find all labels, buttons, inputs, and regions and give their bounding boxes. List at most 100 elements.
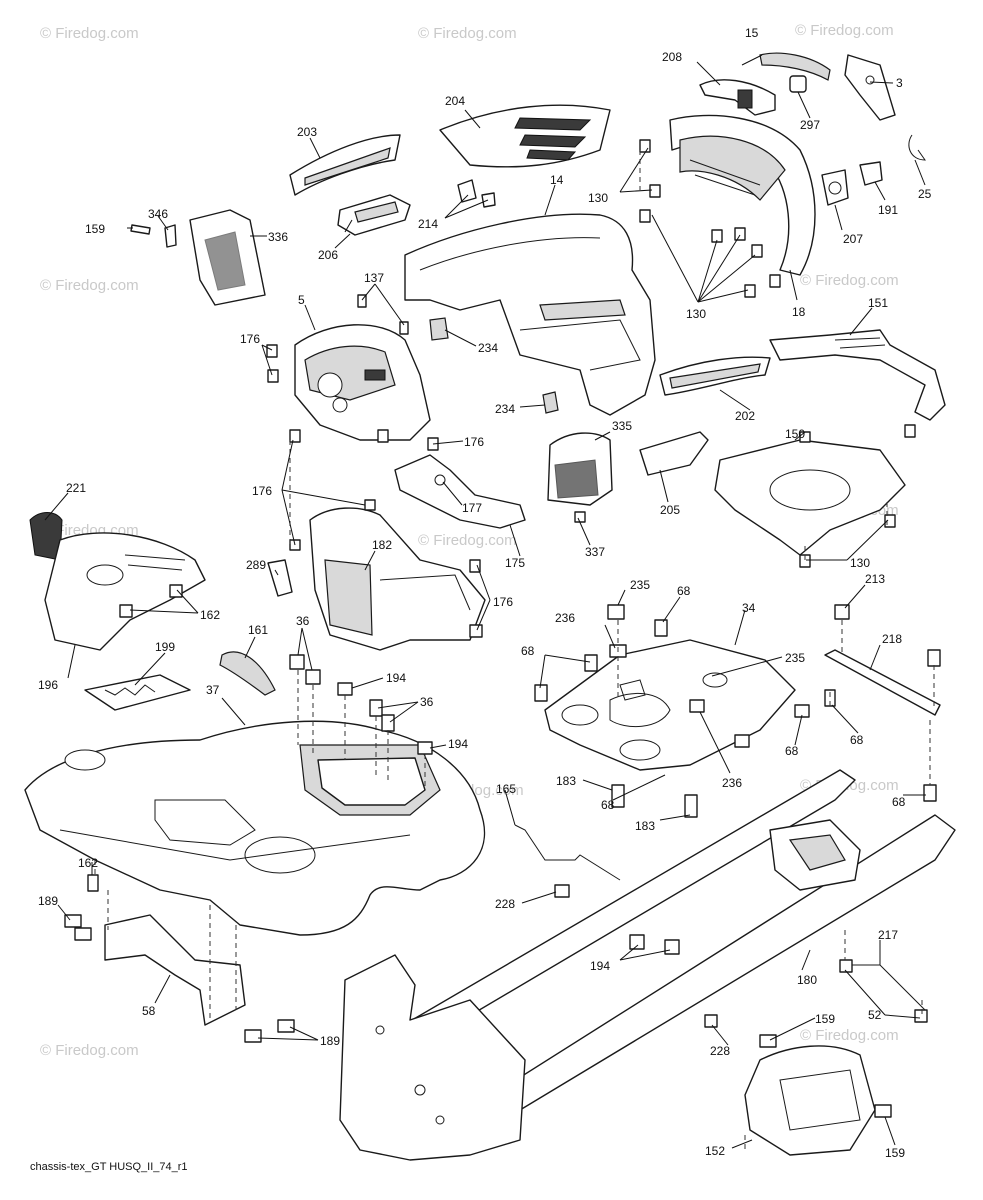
part-196-fender: [44, 532, 206, 651]
callout-159: 159: [85, 222, 105, 236]
part-180-front-plate: [339, 954, 526, 1161]
callout-137: 137: [364, 271, 384, 285]
callout-218: 218: [882, 632, 902, 646]
callout-297: 297: [800, 118, 820, 132]
part-346-clip: [164, 224, 177, 248]
watermark: © Firedog.com: [418, 25, 517, 42]
callout-182: 182: [372, 538, 392, 552]
callout-336: 336: [268, 230, 288, 244]
parts: [24, 52, 956, 1161]
callout-194: 194: [590, 959, 610, 973]
callout-289: 289: [246, 558, 266, 572]
callout-346: 346: [148, 207, 168, 221]
callout-68: 68: [850, 733, 864, 747]
part-297-clip: [789, 75, 807, 93]
callout-205: 205: [660, 503, 680, 517]
part-214-bumper: [457, 179, 477, 203]
callout-152: 152: [705, 1144, 725, 1158]
part-3-bracket: [844, 54, 896, 121]
callout-68: 68: [601, 798, 615, 812]
part-14-hood: [404, 213, 656, 416]
callout-25: 25: [918, 187, 932, 201]
callout-335: 335: [612, 419, 632, 433]
part-137-clip: [399, 321, 409, 335]
callout-151: 151: [868, 296, 888, 310]
callout-161: 161: [248, 623, 268, 637]
callout-180: 180: [797, 973, 817, 987]
callout-130: 130: [686, 307, 706, 321]
callout-5: 5: [298, 293, 305, 307]
callout-176: 176: [493, 595, 513, 609]
callout-221: 221: [66, 481, 86, 495]
callout-191: 191: [878, 203, 898, 217]
callout-36: 36: [420, 695, 434, 709]
callout-177: 177: [462, 501, 482, 515]
callout-194: 194: [386, 671, 406, 685]
part-34-seat-plate: [544, 639, 796, 771]
callout-206: 206: [318, 248, 338, 262]
callout-202: 202: [735, 409, 755, 423]
part-205-strip: [639, 431, 709, 476]
callout-68: 68: [892, 795, 906, 809]
part-137-clip: [357, 294, 367, 308]
watermark: © Firedog.com: [800, 272, 899, 289]
callout-18: 18: [792, 305, 806, 319]
part-165-rod: [514, 824, 621, 881]
callout-199: 199: [155, 640, 175, 654]
callout-68: 68: [785, 744, 799, 758]
callout-228: 228: [495, 897, 515, 911]
part-15-trim: [759, 52, 831, 81]
part-208-detail: [737, 89, 753, 109]
diagram-code: chassis-tex_GT HUSQ_II_74_r1: [30, 1161, 188, 1173]
part-214-bumper: [481, 192, 496, 208]
part-161-cover: [219, 651, 276, 696]
callout-235: 235: [785, 651, 805, 665]
callout-183: 183: [556, 774, 576, 788]
callout-68: 68: [677, 584, 691, 598]
watermark: © Firedog.com: [795, 22, 894, 39]
part-289-clip: [267, 559, 293, 597]
part-218-bar: [824, 649, 941, 716]
callout-236: 236: [722, 776, 742, 790]
callout-130: 130: [850, 556, 870, 570]
callout-15: 15: [745, 26, 759, 40]
fasteners: [64, 139, 941, 1118]
callout-234: 234: [478, 341, 498, 355]
callout-159: 159: [885, 1146, 905, 1160]
callout-58: 58: [142, 1004, 156, 1018]
watermark: © Firedog.com: [800, 1027, 899, 1044]
watermark: © Firedog.com: [40, 1042, 139, 1059]
callout-196: 196: [38, 678, 58, 692]
callout-337: 337: [585, 545, 605, 559]
watermark: © Firedog.com: [40, 25, 139, 42]
callout-34: 34: [742, 601, 756, 615]
callout-189: 189: [38, 894, 58, 908]
callout-214: 214: [418, 217, 438, 231]
callout-36: 36: [296, 614, 310, 628]
part-175-bracket: [394, 454, 526, 529]
callout-208: 208: [662, 50, 682, 64]
callout-183: 183: [635, 819, 655, 833]
part-191-clip: [859, 161, 883, 186]
callout-228: 228: [710, 1044, 730, 1058]
callout-194: 194: [448, 737, 468, 751]
callout-217: 217: [878, 928, 898, 942]
callout-52: 52: [868, 1008, 882, 1022]
part-151-bracket: [769, 329, 946, 421]
callout-176: 176: [240, 332, 260, 346]
callout-37: 37: [206, 683, 220, 697]
part-58-bracket: [104, 914, 246, 1026]
callout-176: 176: [464, 435, 484, 449]
callout-204: 204: [445, 94, 465, 108]
callout-68: 68: [521, 644, 535, 658]
watermark: © Firedog.com: [418, 532, 517, 549]
callout-150: 150: [785, 427, 805, 441]
callout-176: 176: [252, 484, 272, 498]
callout-235: 235: [630, 578, 650, 592]
callout-159: 159: [815, 1012, 835, 1026]
callout-175: 175: [505, 556, 525, 570]
part-234-pad: [542, 391, 559, 414]
callout-207: 207: [843, 232, 863, 246]
callout-189: 189: [320, 1034, 340, 1048]
